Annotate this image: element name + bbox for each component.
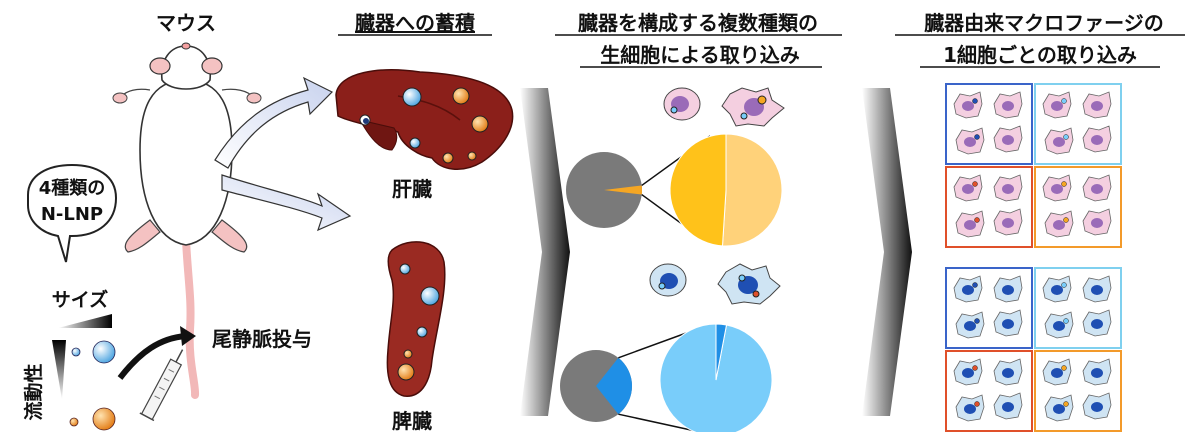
pie-liver-slice-1 xyxy=(669,133,727,247)
header-cell-types-line1: 臓器を構成する複数種類の xyxy=(577,11,818,35)
macrophage-nucleus-liver-0-0-1 xyxy=(1002,101,1014,111)
macrophage-nucleus-liver-1-0-2 xyxy=(964,220,976,230)
lnp-dot-liver-1-1-0 xyxy=(1061,181,1067,187)
lnp-large-blue xyxy=(92,340,116,364)
macrophage-nucleus-liver-1-0-3 xyxy=(1002,218,1014,228)
pie-liver-small-wedge xyxy=(604,185,643,195)
macrophage-nucleus-liver-0-0-2 xyxy=(964,137,976,147)
macrophage-nucleus-liver-0-1-3 xyxy=(1091,135,1103,145)
macrophage-nucleus-spleen-1-0-3 xyxy=(1002,402,1014,412)
macrophage-nucleus-liver-1-1-2 xyxy=(1053,220,1065,230)
lnp-dot-spleen-1-0-0 xyxy=(972,365,978,371)
macrophage-nucleus-liver-0-1-2 xyxy=(1053,137,1065,147)
macrophage-nucleus-spleen-0-0-1 xyxy=(1002,285,1014,295)
header-single-cell-line2: 1細胞ごとの取り込み xyxy=(943,43,1137,67)
lnp-dot-liver-1-0-0 xyxy=(972,181,978,187)
header-mouse: マウス xyxy=(156,11,216,35)
pie-spleen-slice-1 xyxy=(715,323,728,381)
macrophage-nucleus-spleen-0-0-2 xyxy=(964,321,976,331)
lnp-label-line2: N-LNP xyxy=(41,204,103,225)
macrophage-nucleus-liver-1-1-0 xyxy=(1051,184,1063,194)
spleen-label: 脾臓 xyxy=(392,409,432,432)
lnp-dot-liver-1-1-2 xyxy=(1063,217,1069,223)
cell-icons-spleen xyxy=(649,263,781,305)
liver-label: 肝臓 xyxy=(392,177,432,201)
macrophage-nucleus-spleen-1-1-0 xyxy=(1051,368,1063,378)
macrophage-nucleus-liver-1-0-1 xyxy=(1002,184,1014,194)
injection-label: 尾静脈投与 xyxy=(212,327,312,351)
lnp-dot-spleen-1-1-0 xyxy=(1061,365,1067,371)
liver-illustration xyxy=(335,69,514,170)
chevron-1 xyxy=(520,88,570,416)
macrophage-nucleus-spleen-0-0-3 xyxy=(1002,319,1014,329)
size-gradient-triangle xyxy=(58,314,112,328)
macrophage-nucleus-spleen-0-1-2 xyxy=(1053,321,1065,331)
injection-arrow xyxy=(117,333,187,380)
macrophage-nucleus-liver-1-1-1 xyxy=(1091,184,1103,194)
lnp-large-orange xyxy=(92,407,116,431)
syringe-icon xyxy=(139,349,184,422)
lnp-dot-spleen-1-1-2 xyxy=(1063,401,1069,407)
lnp-small-orange xyxy=(69,417,79,427)
mouse-illustration xyxy=(112,42,262,399)
macrophage-nucleus-liver-1-1-3 xyxy=(1091,218,1103,228)
lnp-dot-liver-0-1-2 xyxy=(1063,134,1069,140)
macrophage-nucleus-spleen-1-0-0 xyxy=(962,368,974,378)
arrow-to-liver xyxy=(214,76,334,169)
macrophage-nucleus-liver-0-1-1 xyxy=(1091,101,1103,111)
fluidity-label: 流動性 xyxy=(22,363,45,420)
header-accumulation: 臓器への蓄積 xyxy=(354,11,476,35)
macrophage-nucleus-spleen-1-1-1 xyxy=(1091,368,1103,378)
pie-chart-liver xyxy=(566,133,783,247)
lnp-small-blue xyxy=(71,347,81,357)
header-cell-types-line2: 生細胞による取り込み xyxy=(600,43,799,67)
pie-spleen-small-wedge xyxy=(596,357,632,415)
macrophage-nucleus-liver-1-0-0 xyxy=(962,184,974,194)
macrophage-nucleus-liver-0-0-3 xyxy=(1002,135,1014,145)
macrophage-nucleus-spleen-1-1-3 xyxy=(1091,402,1103,412)
macrophage-nucleus-spleen-0-0-0 xyxy=(962,285,974,295)
macrophage-nucleus-liver-0-1-0 xyxy=(1051,101,1063,111)
chevron-2 xyxy=(862,88,912,416)
lnp-speech-bubble xyxy=(27,163,118,263)
pie-chart-spleen xyxy=(560,323,773,432)
lnp-dot-spleen-0-1-2 xyxy=(1063,318,1069,324)
lnp-dot-liver-1-0-2 xyxy=(974,217,980,223)
macrophage-nucleus-spleen-0-1-1 xyxy=(1091,285,1103,295)
header-single-cell-line1: 臓器由来マクロファージの xyxy=(923,11,1164,35)
macrophage-nucleus-spleen-0-1-3 xyxy=(1091,319,1103,329)
cell-icons-liver xyxy=(663,87,785,127)
macrophage-panels xyxy=(945,83,1122,432)
lnp-dot-liver-0-0-2 xyxy=(974,134,980,140)
lnp-dot-spleen-1-0-2 xyxy=(974,401,980,407)
macrophage-nucleus-spleen-1-0-1 xyxy=(1002,368,1014,378)
macrophage-nucleus-spleen-1-1-2 xyxy=(1053,404,1065,414)
size-label: サイズ xyxy=(52,288,108,311)
lnp-dot-spleen-0-1-0 xyxy=(1061,282,1067,288)
macrophage-nucleus-liver-0-0-0 xyxy=(962,101,974,111)
spleen-illustration xyxy=(386,241,446,397)
pie-liver-slice-0 xyxy=(721,133,783,247)
lnp-dot-liver-0-0-0 xyxy=(972,98,978,104)
macrophage-nucleus-spleen-1-0-2 xyxy=(964,404,976,414)
lnp-dot-liver-0-1-0 xyxy=(1061,98,1067,104)
lnp-label-line1: 4種類の xyxy=(39,177,106,199)
fluidity-gradient-triangle xyxy=(52,340,66,400)
lnp-dot-spleen-0-0-0 xyxy=(972,282,978,288)
pie-spleen-connector-bottom xyxy=(618,413,701,432)
lnp-dot-spleen-0-0-2 xyxy=(974,318,980,324)
arrow-to-spleen xyxy=(221,174,352,232)
macrophage-nucleus-spleen-0-1-0 xyxy=(1051,285,1063,295)
injection-arrow-head xyxy=(180,326,196,346)
